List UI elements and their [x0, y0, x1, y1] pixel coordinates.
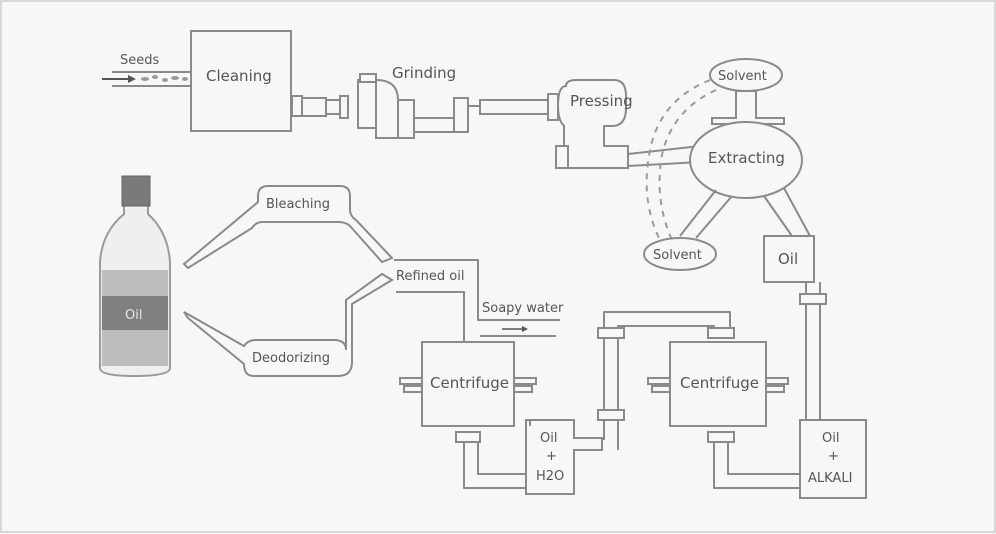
grinder-machine: [357, 73, 559, 139]
oil-tank-label: Oil: [778, 250, 798, 268]
centrifuge-2-axles: [647, 377, 789, 393]
pressing-vessel: [556, 79, 629, 169]
bleaching-label: Bleaching: [266, 197, 330, 212]
centrifuge-2-outlet-valve: [707, 431, 735, 443]
deodorizing-callout: [183, 272, 394, 377]
oil-pipe-coupling: [799, 293, 827, 305]
refined-oil-label: Refined oil: [396, 269, 464, 284]
solvent-bottom-node: [643, 237, 717, 271]
centrifuge-1-label: Centrifuge: [430, 374, 509, 392]
oil-water-line3: H2O: [536, 469, 564, 484]
oil-alkali-line1: Oil: [822, 431, 839, 446]
grinding-label: Grinding: [392, 64, 456, 82]
centrifuge-1: [421, 341, 515, 427]
extracting-label: Extracting: [708, 149, 785, 167]
oil-alkali-line3: ALKALI: [808, 471, 852, 486]
water-to-centrifuge-2-pipe-outer: [603, 311, 731, 440]
oil-bottle: Oil: [99, 175, 171, 378]
centrifuge-2-pipe-outer: [713, 442, 800, 489]
soapy-water-arrow-head: [522, 326, 528, 332]
centrifuge-1-pipe-inner: [477, 442, 526, 475]
solvent-dashed-line-2: [658, 89, 717, 241]
bleaching-callout: [182, 185, 394, 270]
seeds-arrow-head: [128, 75, 136, 83]
bottle-label-band: [102, 296, 168, 330]
soapy-water-label: Soapy water: [482, 301, 564, 316]
solvent-bottom-label: Solvent: [653, 248, 702, 263]
extracting-leg-right-a: [763, 195, 793, 237]
extracting-leg-left-a: [679, 189, 717, 237]
bottle-label: Oil: [125, 308, 142, 323]
oil-water-tank: [525, 419, 603, 495]
oil-tank: [763, 235, 815, 283]
centrifuge-1-axles: [399, 377, 537, 393]
oil-water-line2: +: [546, 449, 557, 464]
pipe-coupling-lower: [597, 409, 625, 421]
seeds-inlet: Seeds: [102, 53, 192, 87]
bottle-cap: [121, 175, 151, 207]
extracting-leg-left-b: [695, 195, 733, 239]
oil-water-line1: Oil: [540, 431, 557, 446]
oil-alkali-tank: [799, 419, 867, 499]
pressing-extracting-pipe-top: [627, 145, 701, 155]
seeds-label: Seeds: [120, 53, 160, 68]
extracting-vessel: [689, 121, 803, 199]
centrifuge-2-pipe-inner: [727, 442, 800, 475]
refined-oil-pipe-top: [394, 259, 560, 321]
refined-oil-pipe-down: [396, 291, 465, 344]
pressing-outlet-valve: [555, 145, 569, 169]
seed-particles: [141, 75, 188, 82]
centrifuge-2-label: Centrifuge: [680, 374, 759, 392]
extracting-leg-right-b: [783, 187, 811, 237]
solvent-top-neck: [711, 90, 785, 125]
pressing-extracting-pipe-bottom: [627, 161, 701, 167]
centrifuge-2-inlet-valve: [707, 327, 735, 339]
pressing-label: Pressing: [570, 92, 633, 110]
centrifuge-1-outlet-valve: [455, 431, 481, 443]
solvent-top-label: Solvent: [718, 69, 767, 84]
cleaning-to-grinding-pipe: [291, 95, 349, 119]
centrifuge-1-pipe-outer: [463, 442, 528, 489]
solvent-dashed-line-1: [645, 79, 711, 241]
cleaning-label: Cleaning: [206, 67, 272, 85]
cleaning-box: [190, 30, 292, 132]
oil-alkali-line2: +: [828, 449, 839, 464]
deodorizing-label: Deodorizing: [252, 351, 330, 366]
pipe-coupling-upper: [597, 327, 625, 339]
